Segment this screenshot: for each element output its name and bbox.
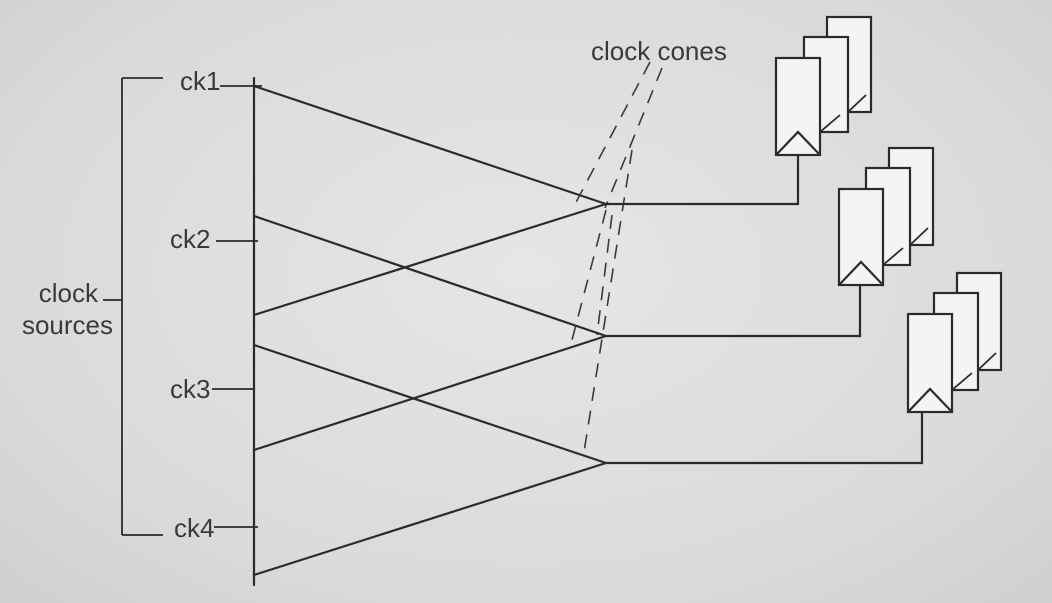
register-stack-2: [837, 146, 935, 287]
clock-sources-bracket: [103, 77, 163, 536]
clock-sources-label-line2: sources: [22, 310, 113, 340]
ck3-label: ck3: [170, 374, 210, 404]
clock-cones-label: clock cones: [591, 36, 727, 66]
clock-sources-label-line1: clock: [39, 278, 99, 308]
ck4-label: ck4: [174, 513, 214, 543]
ck1-label: ck1: [180, 66, 220, 96]
ck2-label: ck2: [170, 224, 210, 254]
clock-cones: [571, 61, 663, 453]
register-feed-wires: [604, 153, 924, 465]
clock-paths: [252, 84, 608, 577]
register-stack-3: [906, 271, 1003, 414]
register-stack-1: [774, 15, 873, 157]
